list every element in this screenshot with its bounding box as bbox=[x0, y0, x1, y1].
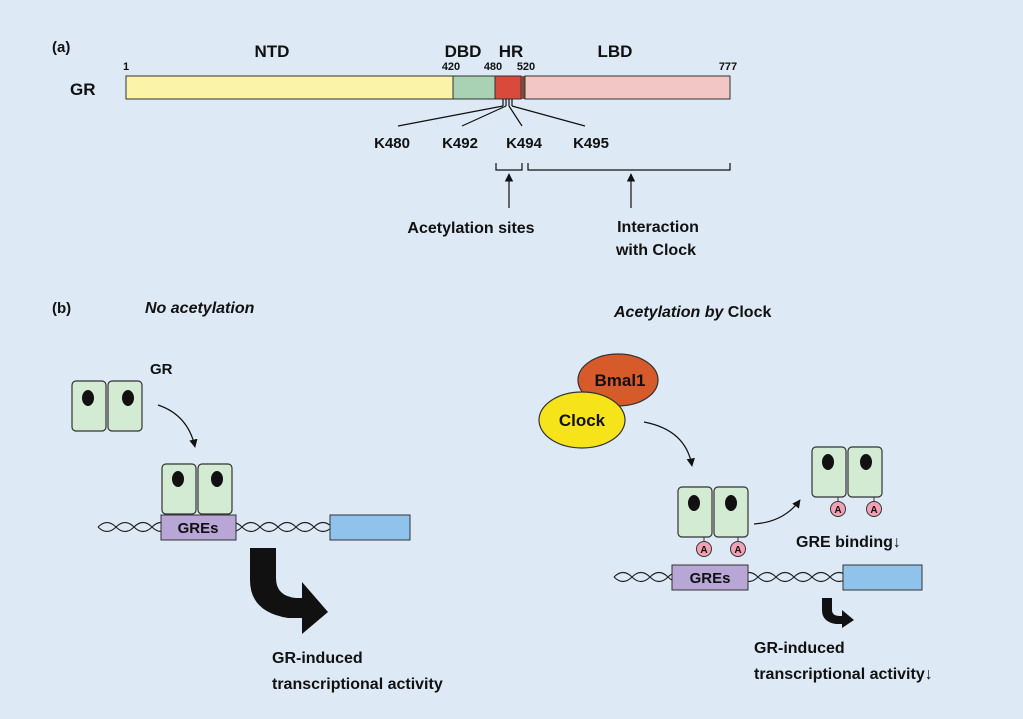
left-gres-box bbox=[160, 514, 237, 541]
acetyl-mark-4: A bbox=[870, 505, 877, 516]
lysine-k480: K480 bbox=[374, 135, 410, 152]
acetylation-bracket bbox=[495, 163, 523, 171]
released-acetylated-gr-dimer bbox=[811, 446, 883, 517]
left-result-line2: transcriptional activity bbox=[272, 676, 443, 693]
gre-binding-label: GRE binding↓ bbox=[796, 534, 901, 551]
panel-b-label: (b) bbox=[52, 300, 71, 317]
right-title: Acetylation by Clock bbox=[613, 304, 771, 321]
panel-a-label: (a) bbox=[52, 39, 70, 56]
right-title-italic: Acetylation by bbox=[613, 304, 724, 321]
left-activity-arrow bbox=[250, 548, 328, 634]
protein-label: GR bbox=[70, 80, 96, 99]
hr-label: HR bbox=[499, 42, 524, 61]
acetyl-mark-2: A bbox=[734, 545, 741, 556]
left-gr-label: GR bbox=[150, 361, 173, 378]
position-777: 777 bbox=[719, 61, 737, 73]
lbd-label: LBD bbox=[598, 42, 633, 61]
release-arrow bbox=[753, 499, 801, 525]
acetylated-bound-gr-dimer bbox=[677, 486, 749, 557]
right-target-gene bbox=[842, 564, 923, 591]
acetylation-sites-label: Acetylation sites bbox=[407, 220, 534, 237]
clock-protein bbox=[538, 391, 626, 449]
left-gres-label: GREs bbox=[178, 520, 219, 537]
left-title: No acetylation bbox=[145, 300, 255, 317]
acetyl-mark-1: A bbox=[700, 545, 707, 556]
right-activity-arrow bbox=[822, 598, 854, 628]
right-binding-arrow bbox=[643, 421, 695, 467]
right-gres-box bbox=[671, 564, 749, 591]
position-480: 480 bbox=[484, 61, 502, 73]
left-binding-arrow bbox=[157, 404, 198, 448]
ntd-domain bbox=[125, 75, 454, 100]
right-result-line2: transcriptional activity↓ bbox=[754, 666, 933, 683]
ntd-label: NTD bbox=[255, 42, 290, 61]
position-520: 520 bbox=[517, 61, 535, 73]
lysine-leader-lines bbox=[397, 99, 586, 127]
lbd-domain bbox=[524, 75, 731, 100]
bound-gr-dimer bbox=[161, 463, 233, 515]
left-result-line1: GR-induced bbox=[272, 650, 363, 667]
right-result-line1: GR-induced bbox=[754, 640, 845, 657]
dbd-domain bbox=[452, 75, 496, 100]
interaction-label-line2: with Clock bbox=[615, 242, 696, 259]
interaction-bracket bbox=[527, 163, 731, 171]
acetyl-mark-3: A bbox=[834, 505, 841, 516]
interaction-label-line1: Interaction bbox=[617, 219, 699, 236]
dbd-label: DBD bbox=[445, 42, 482, 61]
lysine-k495: K495 bbox=[573, 135, 609, 152]
hr-domain bbox=[494, 75, 522, 100]
bmal1-label: Bmal1 bbox=[594, 371, 645, 390]
lysine-k492: K492 bbox=[442, 135, 478, 152]
clock-label: Clock bbox=[559, 411, 606, 430]
lysine-k494: K494 bbox=[506, 135, 543, 152]
left-target-gene bbox=[329, 514, 411, 541]
position-420: 420 bbox=[442, 61, 460, 73]
right-title-plain: Clock bbox=[723, 304, 771, 321]
right-gres-label: GREs bbox=[690, 570, 731, 587]
free-gr-dimer bbox=[71, 380, 143, 432]
hinge-marker bbox=[521, 76, 525, 99]
position-1: 1 bbox=[123, 61, 129, 73]
